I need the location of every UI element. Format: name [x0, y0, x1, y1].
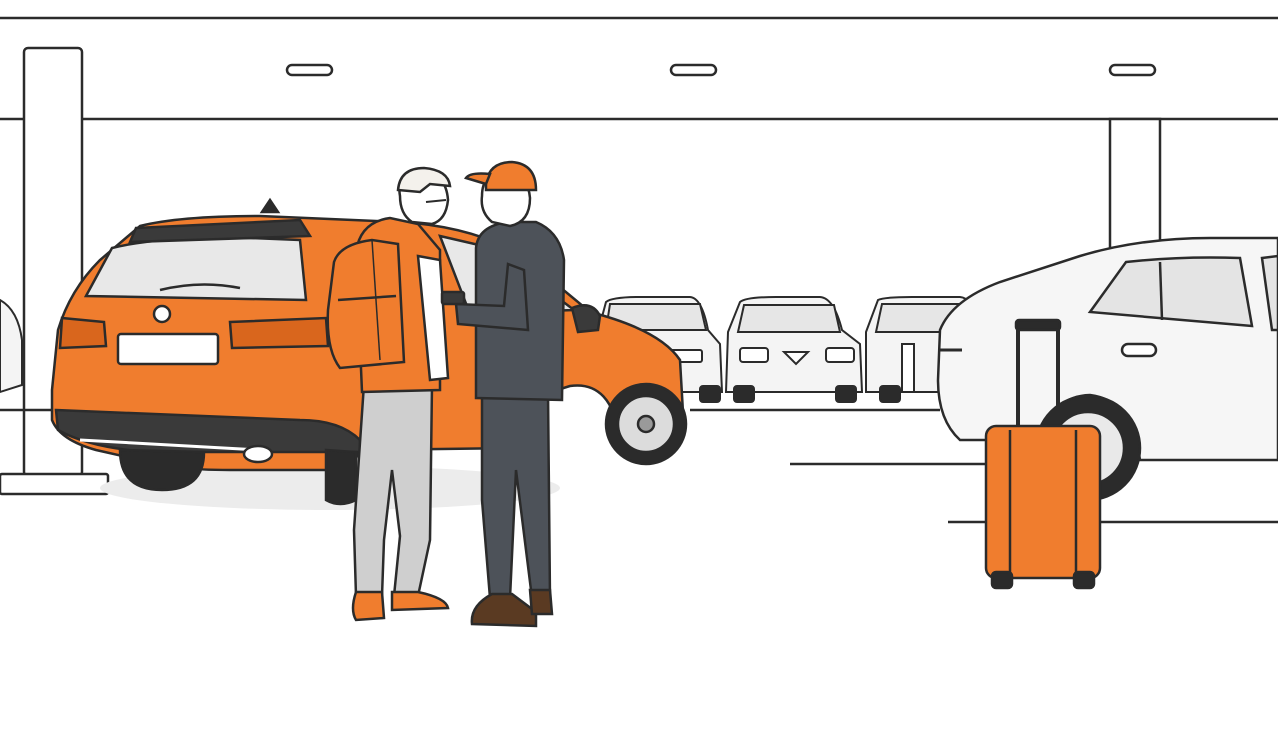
ceiling-light-icon — [669, 63, 718, 77]
suitcase-icon — [984, 318, 1102, 590]
ceiling — [0, 16, 1278, 121]
rental-agent-person — [440, 160, 566, 628]
backpack-icon — [326, 238, 406, 370]
ceiling-light-icon — [285, 63, 334, 77]
ceiling-lights — [285, 63, 1157, 77]
pillar-right — [1108, 117, 1162, 256]
car-logo-icon — [152, 304, 172, 324]
exhaust-pipe — [242, 444, 274, 464]
ceiling-light-icon — [1108, 63, 1157, 77]
customer-person — [326, 166, 452, 622]
cap-icon — [484, 160, 538, 192]
car-edge-left — [0, 298, 23, 394]
parked-car-2 — [724, 296, 864, 403]
pillar-icon — [1108, 117, 1162, 256]
phone-icon — [440, 290, 466, 306]
license-plate — [116, 332, 220, 366]
